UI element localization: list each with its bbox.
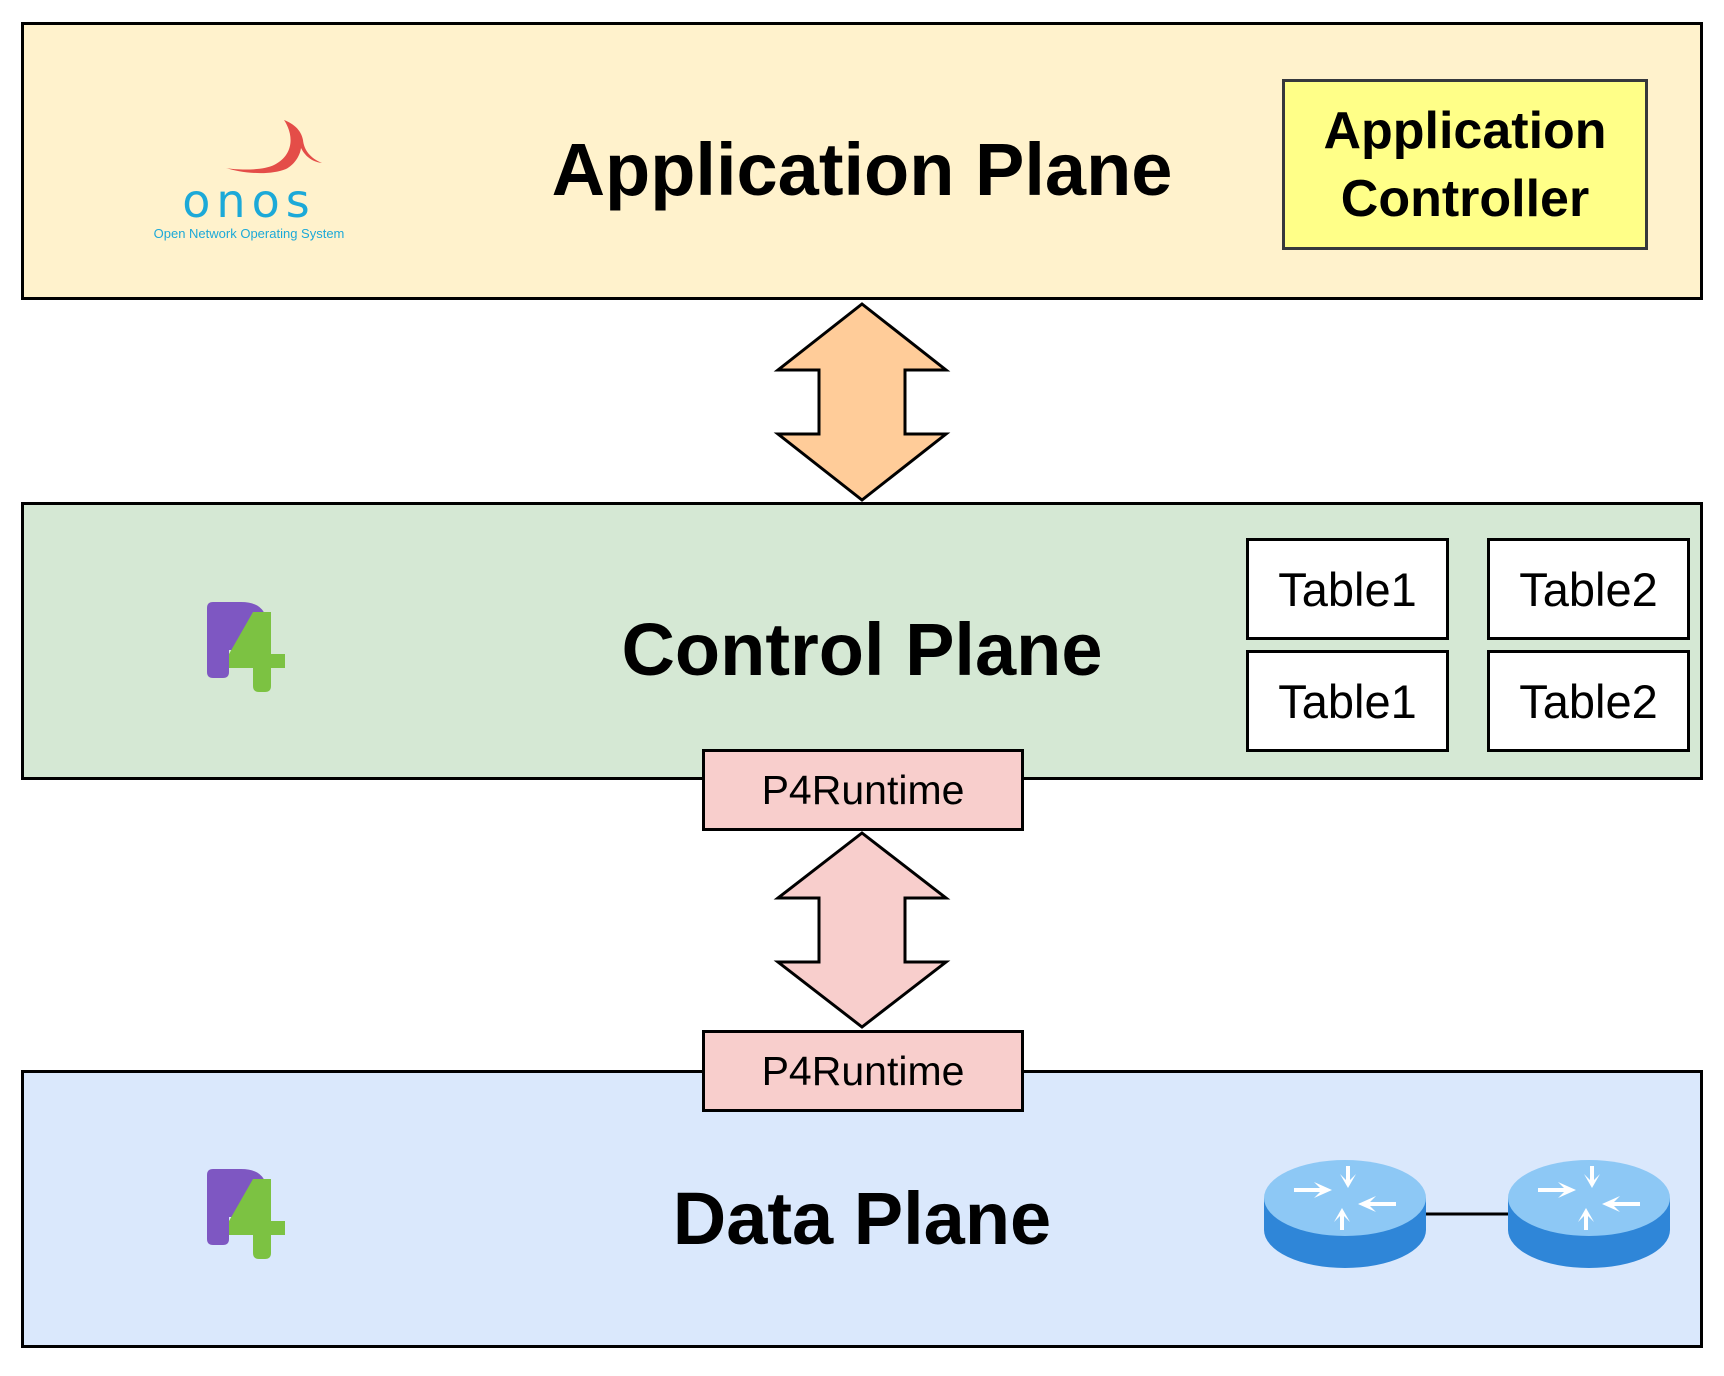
- control-plane-title: Control Plane: [621, 608, 1103, 691]
- p4-logo: [199, 1165, 309, 1260]
- control-data-double-arrow: [773, 831, 951, 1029]
- onos-logo: onos Open Network Operating System: [144, 100, 364, 260]
- p4runtime-control-interface: P4Runtime: [702, 749, 1024, 831]
- onos-wordmark: onos: [182, 174, 315, 228]
- data-plane-title: Data Plane: [672, 1177, 1052, 1260]
- application-plane: onos Open Network Operating System Appli…: [21, 22, 1703, 300]
- onos-bird-icon: [226, 120, 322, 174]
- table-box: Table1: [1246, 538, 1449, 640]
- p4runtime-data-interface: P4Runtime: [702, 1030, 1024, 1112]
- p4-digit-4-icon: [229, 612, 285, 692]
- onos-tagline: Open Network Operating System: [154, 226, 345, 241]
- p4-logo: [199, 598, 309, 693]
- table-box: Table2: [1487, 538, 1690, 640]
- control-plane: Control Plane Table1 Table2 Table1 Table…: [21, 502, 1703, 780]
- p4-digit-4-icon: [229, 1179, 285, 1259]
- router-pair: [1254, 1158, 1674, 1288]
- table-box: Table1: [1246, 650, 1449, 752]
- table-box: Table2: [1487, 650, 1690, 752]
- application-controller-box: Application Controller: [1282, 79, 1648, 250]
- application-plane-title: Application Plane: [551, 128, 1173, 211]
- data-plane: Data Plane: [21, 1070, 1703, 1348]
- router-icon: [1508, 1160, 1670, 1268]
- application-controller-label-line2: Controller: [1340, 169, 1590, 228]
- app-control-double-arrow: [773, 302, 951, 502]
- router-icon: [1264, 1160, 1426, 1268]
- application-controller-label-line1: Application: [1323, 101, 1607, 160]
